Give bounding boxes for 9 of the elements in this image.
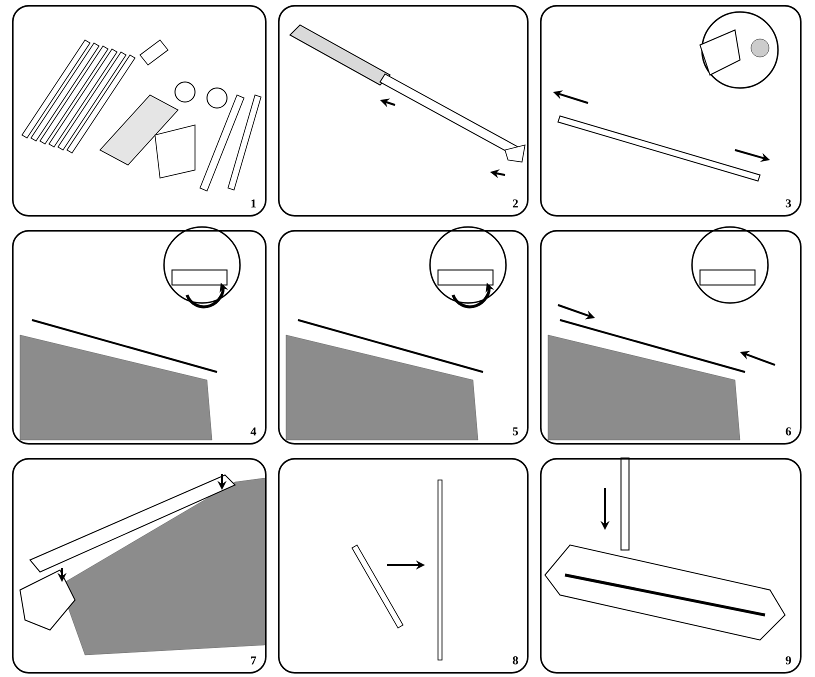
step-panel: 8: [278, 458, 529, 674]
step-panel: 4: [12, 230, 267, 445]
step-panel: 5: [278, 230, 529, 445]
step-panel: 1: [12, 5, 267, 217]
step-panel: 2: [278, 5, 529, 217]
step-panel: 7: [12, 458, 267, 674]
step-panel: 6: [540, 230, 802, 445]
step-panel: 3: [540, 5, 802, 217]
step-panel: 9: [540, 458, 802, 674]
